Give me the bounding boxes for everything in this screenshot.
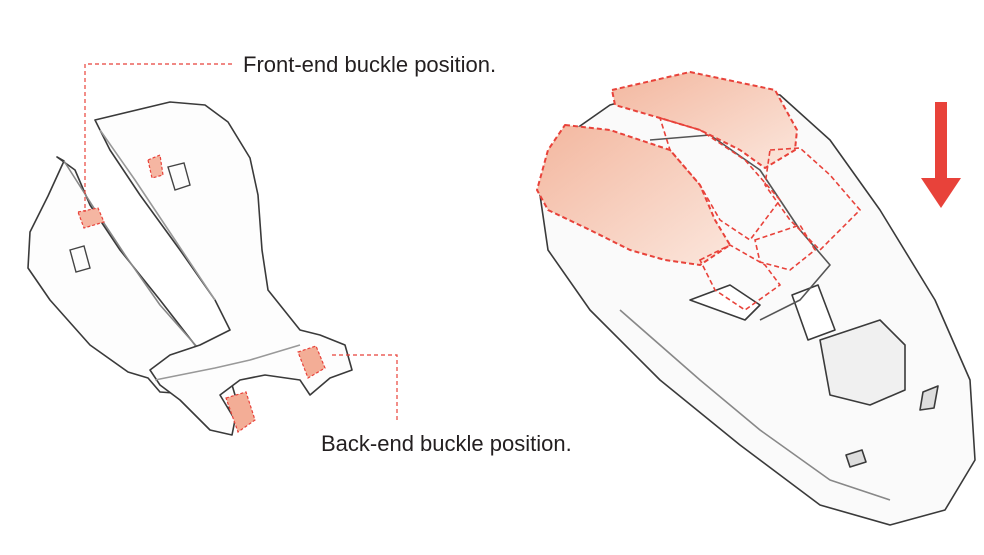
front-end-buckle-label: Front-end buckle position.: [243, 52, 497, 77]
arrow-down-icon: [921, 102, 961, 208]
back-buckle-highlights: [225, 345, 326, 433]
back-end-buckle-label: Back-end buckle position.: [321, 431, 572, 456]
right-side-shell: [94, 101, 353, 436]
buckle-outlines: [658, 116, 862, 311]
front-buckle-highlights: [77, 154, 164, 229]
clip-outlines: [69, 162, 191, 273]
leader-lines: [84, 63, 398, 420]
